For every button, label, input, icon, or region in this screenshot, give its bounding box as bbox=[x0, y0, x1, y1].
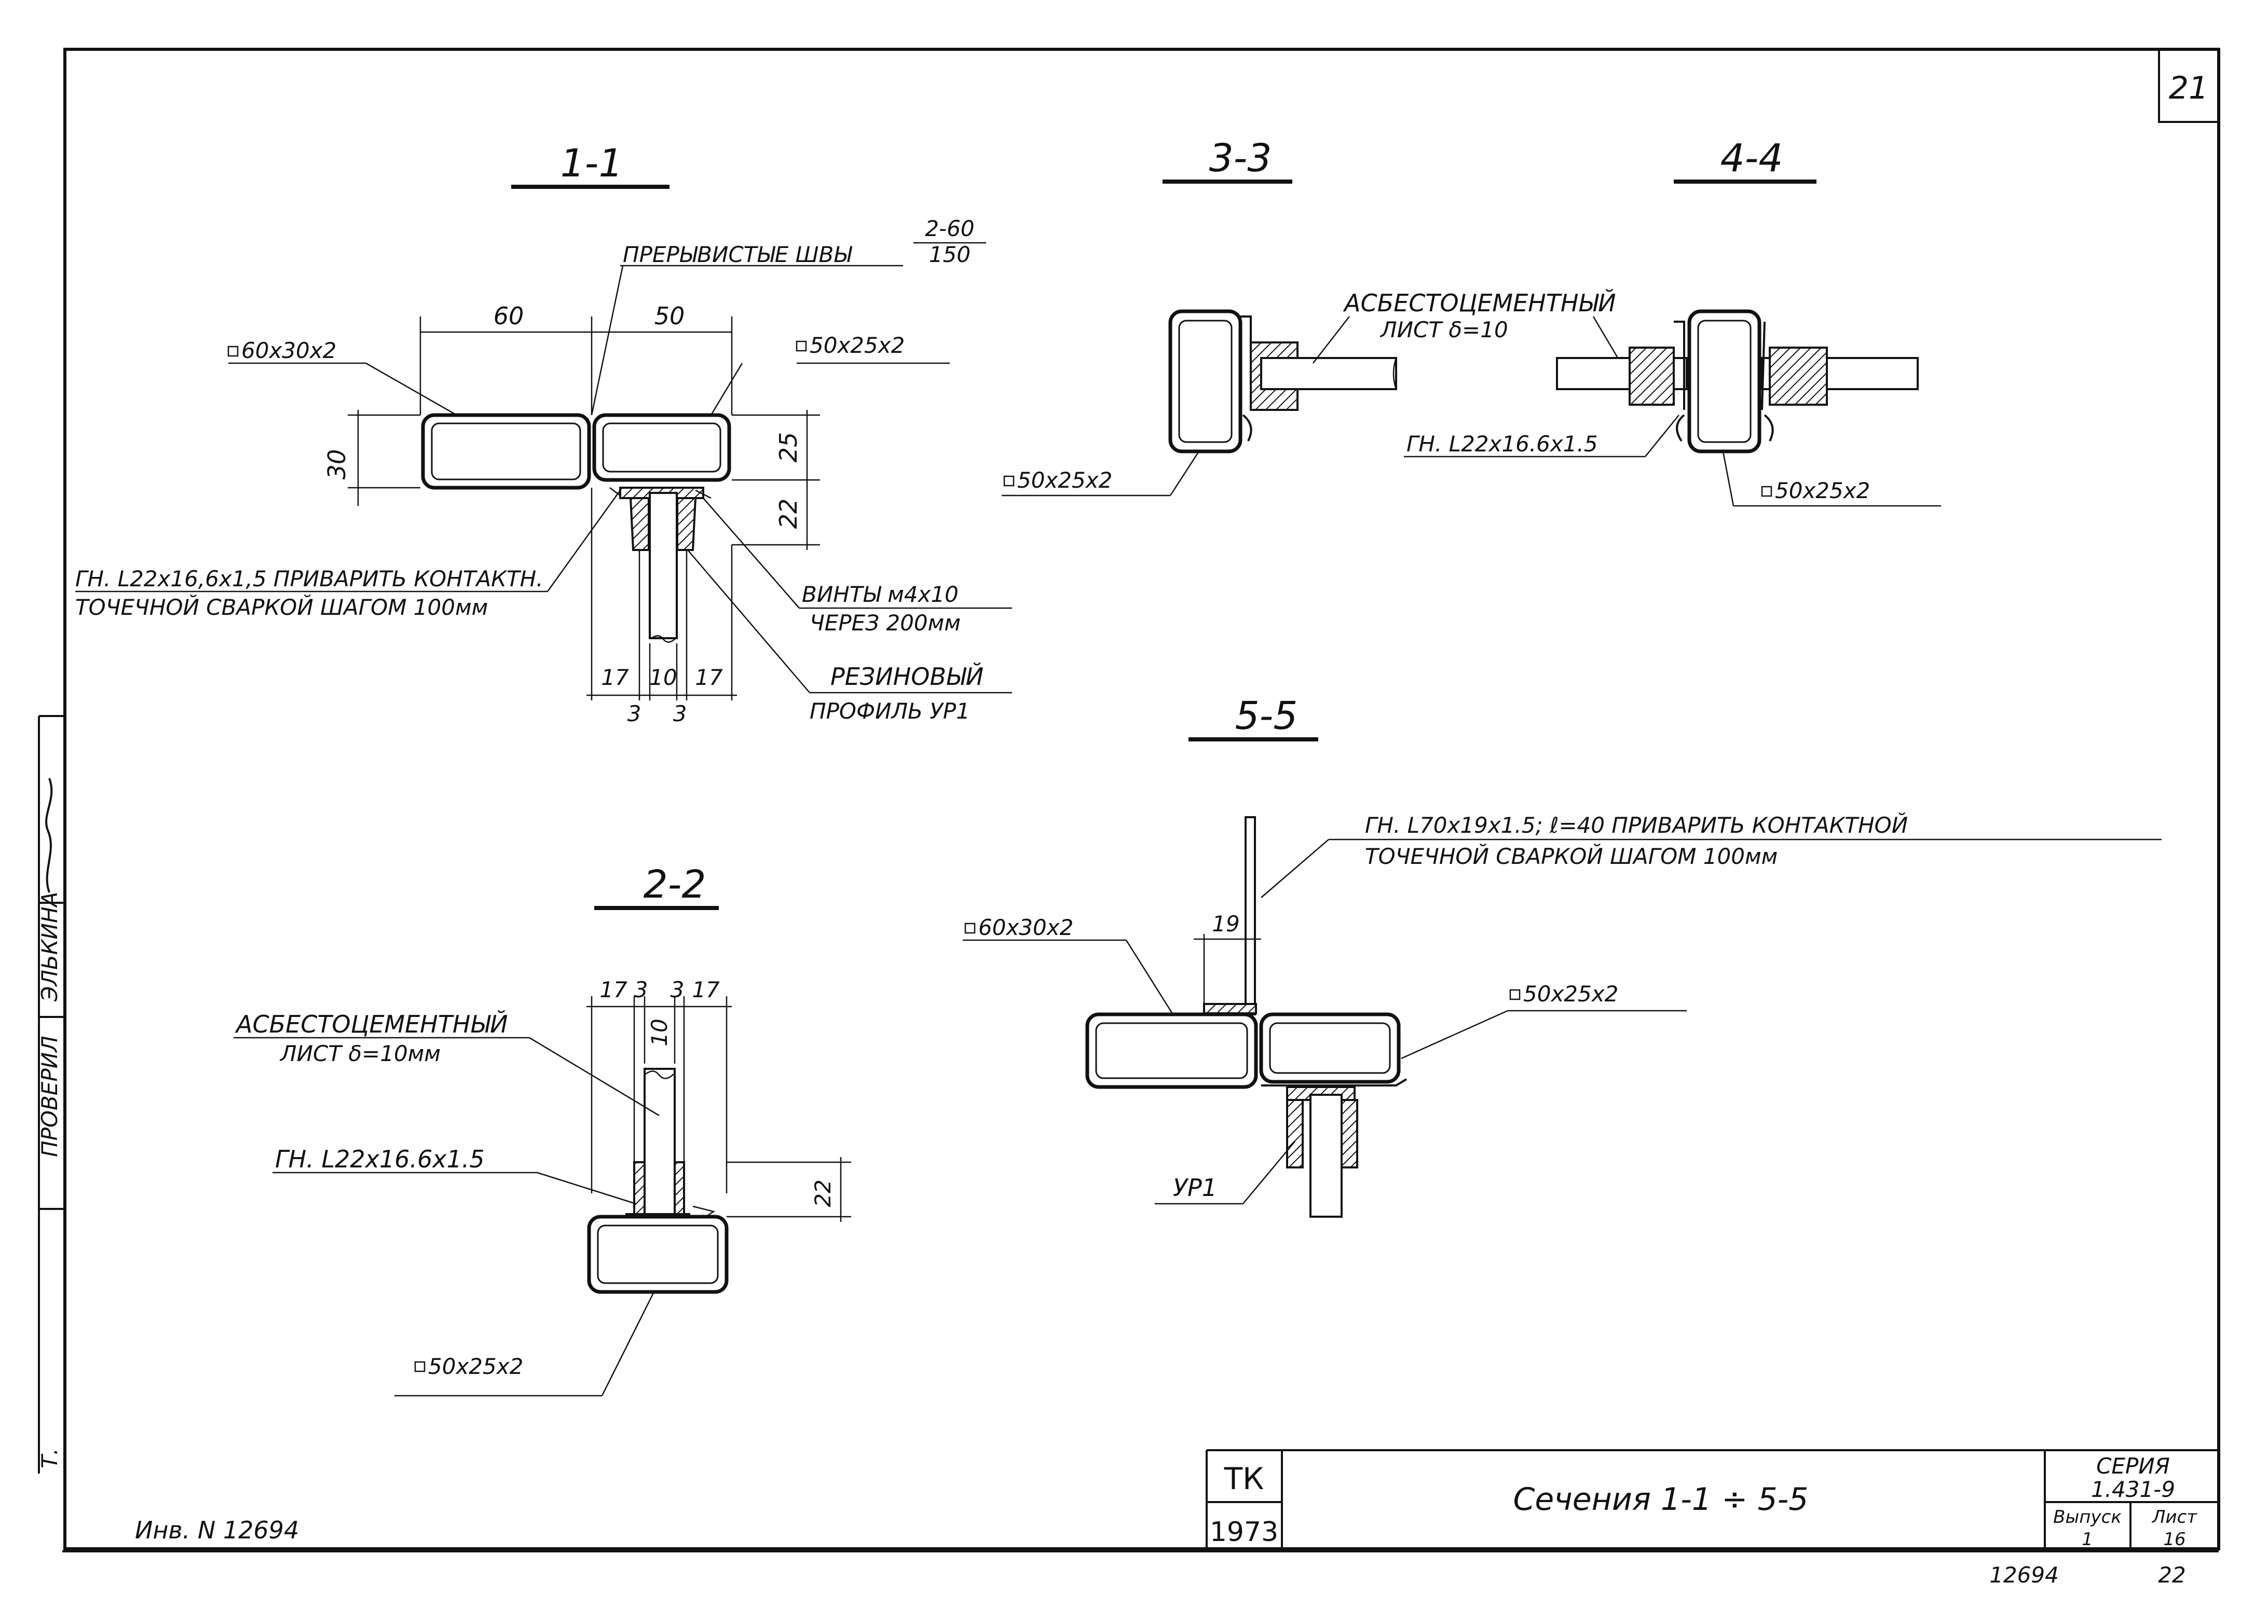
tube-3-3-label: 50x25x2 bbox=[1017, 467, 1112, 493]
dim-b17a: 17 bbox=[601, 665, 629, 690]
tube-3-3 bbox=[1168, 309, 1242, 453]
asbestos-2-2-1: АСБЕСТОЦЕМЕНТНЫЙ bbox=[235, 1010, 508, 1038]
angle-note-1: ГН. L22x16,6x1,5 ПРИВАРИТЬ КОНТАКТН. bbox=[75, 566, 543, 591]
note-5-5-1: ГН. L70x19x1.5; ℓ=40 ПРИВАРИТЬ КОНТАКТНО… bbox=[1365, 812, 1908, 838]
sheet-value: 16 bbox=[2163, 1529, 2185, 1550]
tube-60x30x2 bbox=[421, 413, 591, 490]
dim-t3a: 3 bbox=[634, 977, 648, 1002]
section-2-2: 2-2 17 3 3 17 10 22 АСБЕСТОЦЕМЕНТНЫЙ ЛИС… bbox=[234, 862, 851, 1397]
asbestos-sheet-3-3 bbox=[1260, 357, 1397, 390]
note-5-5-2: ТОЧЕЧНОЙ СВАРКОЙ ШАГОМ 100мм bbox=[1365, 843, 1778, 869]
series-label: СЕРИЯ bbox=[2096, 1453, 2170, 1479]
dim-50: 50 bbox=[654, 302, 685, 330]
section-3-3: 3-3 50x25x2 bbox=[1002, 136, 1397, 497]
drawing-frame bbox=[63, 48, 2220, 1550]
tube-2-2 bbox=[587, 1215, 729, 1294]
stamp-designer: Т. bbox=[37, 1448, 62, 1468]
asbestos-shared-2: ЛИСТ δ=10 bbox=[1379, 317, 1508, 342]
weld-frac-den: 150 bbox=[929, 242, 971, 267]
bottom-number-left: 12694 bbox=[1989, 1562, 2059, 1588]
section-3-3-title: 3-3 bbox=[1209, 136, 1272, 181]
tube-50x25x2 bbox=[592, 413, 731, 482]
section-1-1: 1-1 ПРЕРЫВИСТЫЕ ШВЫ 2-60 150 60 50 60x30… bbox=[75, 141, 1012, 726]
section-2-2-title: 2-2 bbox=[644, 862, 706, 907]
asbestos-shared-1: АСБЕСТОЦЕМЕНТНЫЙ bbox=[1343, 289, 1616, 317]
issue-label: Выпуск bbox=[2053, 1507, 2122, 1527]
tube-left-label: 60x30x2 bbox=[241, 338, 336, 363]
sheet-label: Лист bbox=[2151, 1507, 2197, 1527]
angle-note-2: ТОЧЕЧНОЙ СВАРКОЙ ШАГОМ 100мм bbox=[75, 594, 488, 620]
dim-b3a: 3 bbox=[627, 701, 641, 726]
series-value: 1.431-9 bbox=[2091, 1477, 2175, 1502]
dim-t17b: 17 bbox=[692, 977, 720, 1002]
signature bbox=[45, 778, 53, 893]
dim-t17a: 17 bbox=[599, 977, 627, 1002]
rubber-profile-2-2 bbox=[633, 1161, 646, 1215]
asbestos-label-top: АСБЕСТОЦЕМЕНТНЫЙ ЛИСТ δ=10 bbox=[1313, 289, 1628, 374]
bottom-number-right: 22 bbox=[2158, 1562, 2185, 1588]
tube-4-4 bbox=[1687, 309, 1761, 453]
asbestos-sheet bbox=[649, 492, 678, 639]
section-1-1-title: 1-1 bbox=[561, 141, 623, 186]
section-5-5-title: 5-5 bbox=[1235, 694, 1298, 738]
dim-b17b: 17 bbox=[695, 665, 723, 690]
issue-value: 1 bbox=[2082, 1529, 2093, 1550]
dim-t3b: 3 bbox=[671, 977, 685, 1002]
dim-25: 25 bbox=[774, 432, 802, 463]
screws-note-1: ВИНТЫ м4х10 bbox=[802, 582, 959, 607]
org-label: ТК bbox=[1224, 1461, 1264, 1496]
margin-stamp: ПРОВЕРИЛ ЭЛЬКИНА Т. bbox=[37, 715, 65, 1474]
section-4-4-title: 4-4 bbox=[1720, 136, 1783, 181]
rubber-note-2: ПРОФИЛЬ УР1 bbox=[810, 698, 970, 724]
dim-22: 22 bbox=[774, 499, 802, 529]
sheet-number: 21 bbox=[2169, 70, 2208, 106]
angle-4-4-label: ГН. L22x16.6x1.5 bbox=[1406, 431, 1598, 457]
weld-note: ПРЕРЫВИСТЫЕ ШВЫ bbox=[623, 242, 852, 267]
asbestos-2-2-2: ЛИСТ δ=10мм bbox=[279, 1041, 441, 1066]
tube-right-label: 50x25x2 bbox=[810, 333, 905, 358]
angle-2-2-label: ГН. L22x16.6x1.5 bbox=[275, 1145, 485, 1173]
screws-note-2: ЧЕРЕЗ 200мм bbox=[810, 610, 961, 636]
rubber-profile-5-5 bbox=[1286, 1099, 1304, 1168]
weld-frac-num: 2-60 bbox=[925, 216, 974, 241]
section-5-5: 5-5 ГН. L70x19x1.5; ℓ=40 ПРИВАРИТЬ КОНТА… bbox=[963, 694, 2162, 1218]
profile-5-5-label: УР1 bbox=[1173, 1174, 1217, 1202]
title-block: ТК 1973 Сечения 1-1 ÷ 5-5 СЕРИЯ 1.431-9 … bbox=[1206, 1449, 2219, 1551]
stamp-checked: ПРОВЕРИЛ bbox=[37, 1036, 62, 1157]
dim-60: 60 bbox=[494, 302, 524, 330]
dim-2-2-h22: 22 bbox=[810, 1179, 836, 1207]
drawing-title: Сечения 1-1 ÷ 5-5 bbox=[1513, 1481, 1809, 1518]
rubber-profile bbox=[629, 497, 650, 551]
tube-5-5-60x30 bbox=[1085, 1012, 1258, 1089]
tube-5-5-50x25 bbox=[1259, 1012, 1401, 1084]
dim-5-5-19: 19 bbox=[1212, 911, 1239, 937]
dim-30: 30 bbox=[323, 449, 351, 480]
asbestos-sheet-2-2 bbox=[644, 1068, 676, 1215]
year-label: 1973 bbox=[1210, 1517, 1278, 1548]
tube-2-2-label: 50x25x2 bbox=[428, 1354, 523, 1379]
tube-4-4-label: 50x25x2 bbox=[1775, 478, 1870, 503]
sheet-number-box: 21 bbox=[2158, 48, 2220, 123]
dim-b3b: 3 bbox=[673, 701, 687, 726]
angle-leg-5-5 bbox=[1245, 816, 1256, 1015]
rubber-note-1: РЕЗИНОВЫЙ bbox=[830, 663, 983, 691]
tube-5-5-left-label: 60x30x2 bbox=[978, 915, 1073, 940]
inventory-number: Инв. N 12694 bbox=[135, 1516, 299, 1544]
tube-5-5-right-label: 50x25x2 bbox=[1523, 981, 1618, 1007]
dim-t10: 10 bbox=[647, 1019, 672, 1046]
stamp-name: ЭЛЬКИНА bbox=[37, 892, 62, 1002]
dim-b10: 10 bbox=[649, 665, 677, 690]
section-4-4: 4-4 ГН. L22x16.6x1.5 50x25x2 bbox=[1404, 136, 1941, 507]
